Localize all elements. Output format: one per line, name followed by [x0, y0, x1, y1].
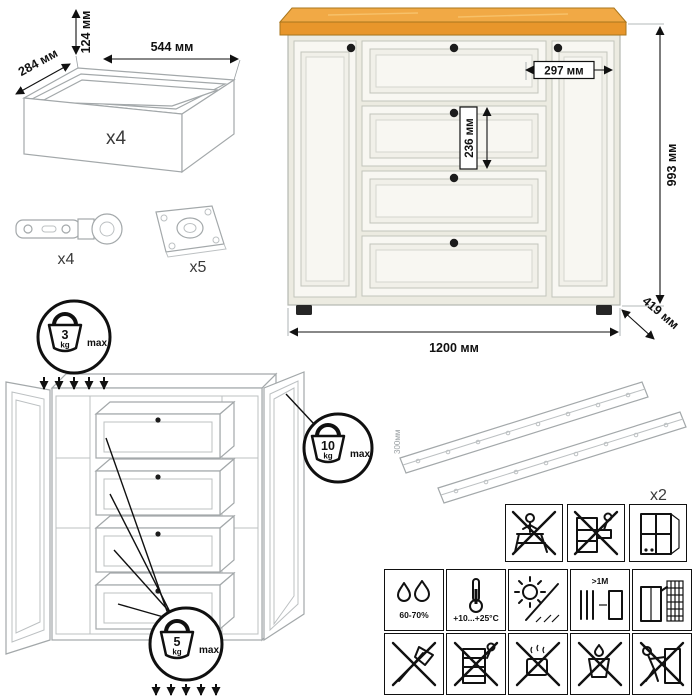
cabinet-width-dim: 1200 мм: [287, 308, 621, 355]
open-drawer-1: [94, 400, 236, 460]
care-cell-no-climbing-cabinet: [446, 633, 506, 695]
top-load-arrows: [39, 377, 109, 390]
drawer-height-label: 124 мм: [79, 11, 93, 54]
svg-text:max: max: [87, 338, 107, 349]
hinge-icon: x4: [15, 213, 123, 268]
no-water-icon: [577, 641, 623, 687]
rail-count-label: x2: [650, 487, 667, 504]
drawer-box-diagram: 124 мм 544 мм 284 мм x4: [15, 9, 241, 174]
care-cell-anti-tip: [632, 569, 692, 631]
drawer-width-label: 544 мм: [151, 40, 194, 54]
hinge-drawing: [15, 213, 123, 245]
svg-text:max: max: [350, 449, 370, 460]
right-door-knob: [553, 43, 563, 53]
right-foot: [596, 305, 612, 315]
mount-plate-icon: x5: [155, 205, 227, 276]
svg-text:10: 10: [321, 439, 335, 453]
left-door: [293, 40, 357, 298]
drawer-load-arrows: [151, 684, 221, 696]
drawer-front-1: [361, 40, 547, 102]
svg-text:3: 3: [62, 328, 69, 342]
heat-distance-icon: [580, 589, 623, 620]
no-standing-on-furniture-icon: [511, 510, 557, 556]
open-drawer-3: [94, 514, 236, 574]
rail-2: [437, 411, 687, 504]
svg-text:kg: kg: [323, 452, 332, 461]
care-cell-sunlight: [508, 569, 568, 631]
temperature-label: +10...+25°C: [453, 613, 499, 624]
no-sharp-tools-icon: [391, 641, 437, 687]
svg-text:5: 5: [174, 635, 181, 649]
right-door: [551, 40, 615, 298]
right-section-dim: 297 мм: [525, 60, 613, 80]
svg-text:kg: kg: [60, 341, 69, 350]
svg-text:993 мм: 993 мм: [665, 144, 679, 187]
humidity-icon: [397, 580, 430, 603]
care-cell-no-pushing: [632, 633, 692, 695]
cabinet-body: [278, 7, 628, 315]
svg-text:236 мм: 236 мм: [464, 118, 476, 157]
drawer-depth-label: 284 мм: [16, 46, 60, 79]
safety-box-1: [505, 504, 563, 562]
care-cell-no-hot-objects: [508, 633, 568, 695]
sunlight-icon: [514, 576, 560, 623]
distance-label: >1M: [591, 576, 609, 587]
care-cell-no-sharp-tools: [384, 633, 444, 695]
left-foot: [296, 305, 312, 315]
safety-box-2: [567, 504, 625, 562]
open-cabinet-diagram: 3 kg max 10 kg max: [5, 299, 374, 696]
svg-text:1200 мм: 1200 мм: [429, 341, 479, 355]
drawer-rails-diagram: 300мм x2: [393, 381, 687, 504]
rail-length-label: 300мм: [393, 430, 402, 454]
svg-text:kg: kg: [172, 648, 181, 657]
no-climbing-cabinet-icon: [453, 641, 499, 687]
safety-box-3: [629, 504, 687, 562]
care-cell-humidity: 60-70%: [384, 569, 444, 631]
cabinet-front-diagram: 297 мм 236 мм 993 мм 1200 мм 419 мм: [278, 7, 682, 355]
left-door-knob: [346, 43, 356, 53]
plate-count-label: x5: [190, 259, 207, 276]
no-climbing-drawers-icon: [573, 510, 619, 556]
temperature-icon: [469, 578, 483, 614]
no-hot-objects-icon: [515, 641, 561, 687]
drawer-front-2: [361, 105, 547, 167]
svg-text:max: max: [199, 645, 219, 656]
drawer-front-4: [361, 235, 547, 297]
open-left-door: [5, 381, 51, 655]
load-limit-badge-door: 10 kg max: [302, 412, 374, 484]
open-cabinet-wireframe: [5, 371, 305, 655]
load-limit-badge-drawers: 5 kg max: [148, 606, 224, 682]
care-cell-temperature: +10...+25°C: [446, 569, 506, 631]
anti-tip-icon: [640, 580, 684, 622]
no-pushing-icon: [639, 641, 685, 687]
svg-text:419 мм: 419 мм: [640, 294, 682, 332]
svg-text:297 мм: 297 мм: [544, 66, 583, 78]
care-icons-grid: 60-70% +10...+25°C >1M: [384, 569, 692, 695]
drawer-front-3: [361, 170, 547, 232]
load-limit-badge-top: 3 kg max: [36, 299, 112, 375]
mount-plate-drawing: [155, 205, 227, 258]
humidity-label: 60-70%: [399, 610, 429, 621]
open-right-door: [263, 371, 305, 642]
rail-1: [399, 381, 649, 474]
drawer-box-wireframe: [22, 67, 236, 174]
cabinet-depth-dim: 419 мм: [621, 294, 682, 340]
care-cell-no-water: [570, 633, 630, 695]
drawer-count-label: x4: [106, 128, 127, 149]
drawer-fronts: [361, 40, 547, 297]
kettlebell-icon: 3 kg: [47, 312, 83, 353]
kettlebell-icon: 5 kg: [159, 619, 195, 660]
drawer-front-height-dim: 236 мм: [459, 106, 492, 170]
window-icon: [640, 512, 680, 556]
cabinet-height-dim: 993 мм: [622, 23, 679, 307]
hinge-count-label: x4: [58, 251, 75, 268]
care-cell-heat-distance: >1M: [570, 569, 630, 631]
kettlebell-icon: 10 kg: [310, 423, 346, 464]
safety-icons-row: [505, 504, 687, 562]
